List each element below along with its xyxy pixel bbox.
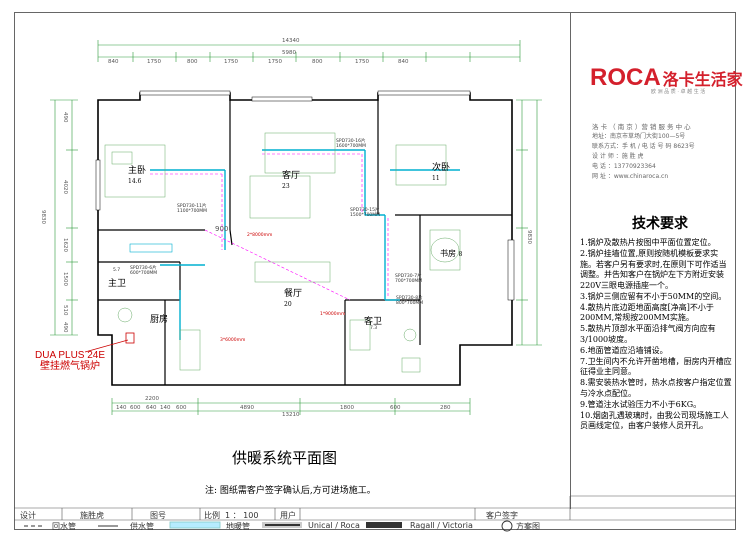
pipe-label: 1*9000mm <box>320 312 346 317</box>
company-address: 地址：南京市草场门大街100—5号 <box>592 133 686 140</box>
legend-return: 回水管 <box>52 522 76 531</box>
dim-left-total: 9830 <box>40 210 46 224</box>
room-study: 书房 8 <box>440 249 463 258</box>
dimension-value: 600 <box>176 405 187 411</box>
title-column <box>570 13 736 509</box>
bath-main-area: 5.7 <box>113 268 121 273</box>
tb-design: 设计 <box>20 511 36 520</box>
dim-right-total: 9830 <box>526 230 532 244</box>
tech-requirement-item: 10.烟囱孔遇玻璃时，由我公司现场施工人员画线定位，由客户装修人员开孔。 <box>580 410 729 431</box>
dimension-value: 800 <box>187 59 198 65</box>
legend-scheme: 方案图 <box>516 522 540 531</box>
dimension-value: 140 <box>116 405 127 411</box>
logo-brand-cn: 洛卡生活家 <box>662 72 743 89</box>
tech-requirement-item: 2.锅炉挂墙位置,原则按随机模板要求实施。若客户另有要求时,在原则下可作适当调整… <box>580 249 727 290</box>
tech-requirement-item: 8.需安装热水管时，热水点按客户指定位置与冷水点配位。 <box>580 378 732 398</box>
dimension-value: 1500 <box>62 272 68 286</box>
legend-ragall: Ragall / Victoria <box>410 521 473 530</box>
dimension-value: 4890 <box>240 405 254 411</box>
dimension-value: 840 <box>398 59 409 65</box>
dimension-value: 600 <box>390 405 401 411</box>
dimension-value: 1750 <box>268 59 282 65</box>
legend-unical: Unical / Roca <box>308 521 360 530</box>
dim-bottom-total: 13210 <box>282 412 300 418</box>
dimension-value: 4020 <box>62 180 68 194</box>
tb-scale-label: 比例 <box>204 511 220 520</box>
tech-title: 技术要求 <box>632 216 688 232</box>
logo-slogan: 欧 洲 品 质 · 卓 越 生 活 <box>651 89 706 95</box>
company-web: 网 址 ：www.chinaroca.cn <box>592 173 669 180</box>
bath-guest-area: 7.3 <box>370 326 378 331</box>
tech-requirement-item: 1.锅炉及散热片按图中平面位置定位。 <box>580 238 716 247</box>
dimension-value: 140 <box>160 405 171 411</box>
dimension-value: 1750 <box>224 59 238 65</box>
dimension-value: 640 <box>146 405 157 411</box>
door-dimension: 900 <box>215 225 229 233</box>
company-phone: 电 话 ：13770923364 <box>592 163 656 170</box>
tb-drawing-no: 图号 <box>150 511 166 520</box>
tech-requirement-item: 7.卫生间内不允许开凿地槽，厨房内开槽应征得业主同意。 <box>580 356 732 377</box>
dimension-value: 600 <box>130 405 141 411</box>
dimension-value: 1800 <box>340 405 354 411</box>
dim-bottom-mid: 2200 <box>145 396 159 402</box>
dimension-value: 840 <box>108 59 119 65</box>
dim-top-total: 14340 <box>282 38 300 44</box>
tb-drawer: 施胜虎 <box>80 511 104 520</box>
tech-requirement-item: 5.散热片顶部水平面沿排气阀方向应有3/1000坡度。 <box>580 324 716 344</box>
logo-brand: ROCA <box>590 64 661 91</box>
dimension-value: 1750 <box>147 59 161 65</box>
room-kitchen: 厨房 <box>150 315 169 325</box>
boiler-callout: DUA PLUS 24E 壁挂燃气锅炉 <box>35 350 105 372</box>
tech-requirement-item: 4.散热片底边距地面高度[净高]不小于200MM,常规按200MM实施。 <box>580 302 714 323</box>
dimension-value: 490 <box>62 112 68 123</box>
tb-customer-sign: 客户签字 <box>486 511 518 520</box>
boiler-name: 壁挂燃气锅炉 <box>40 361 101 372</box>
sheet-border <box>14 12 736 530</box>
plan-note: 注: 图纸需客户签字确认后,方可进场施工。 <box>205 486 376 496</box>
dimension-value: 510 <box>62 305 68 316</box>
company-designer: 设 计 师 ：施 胜 虎 <box>592 153 644 160</box>
plan-title: 供暖系统平面图 <box>232 449 338 467</box>
pipe-label: 3*6000mm <box>220 338 246 343</box>
tech-requirements: 1.锅炉及散热片按图中平面位置定位。 2.锅炉挂墙位置,原则按随机模板要求实施。若… <box>580 238 732 432</box>
dimension-value: 1750 <box>355 59 369 65</box>
legend-supply: 供水管 <box>130 522 154 531</box>
company-name: 洛 卡 （ 南 京 ）营 销 服 务 中 心 <box>592 123 691 131</box>
dimension-value: 280 <box>440 405 451 411</box>
company-contact: 联系方式：手 机 / 电 话 号 码 8623号 <box>592 143 695 150</box>
boiler-model: DUA PLUS 24E <box>35 350 106 361</box>
room-bath-main: 主卫 <box>108 279 127 289</box>
room-bath-guest: 客卫 <box>364 317 383 327</box>
tech-requirement-item: 6.地面管道应沿墙铺设。 <box>580 345 668 355</box>
dimension-value: 1620 <box>62 238 68 252</box>
tb-user: 用户 <box>280 511 296 520</box>
dim-top-mid: 5980 <box>282 50 296 56</box>
company-info: 洛 卡 （ 南 京 ）营 销 服 务 中 心 地址：南京市草场门大街100—5号… <box>592 122 695 182</box>
tech-requirement-item: 3.锅炉三侧应留有不小于50MM的空间。 <box>580 291 727 301</box>
dimension-value: 490 <box>62 322 68 333</box>
tech-requirement-item: 9.管道注水试验压力不小于6KG。 <box>580 399 702 409</box>
legend-floor: 地暖管 <box>226 522 250 531</box>
pipe-label: 2*8000mm <box>247 233 273 238</box>
tb-scale-value: 1 ： 100 <box>225 511 259 520</box>
dimension-value: 800 <box>312 59 323 65</box>
